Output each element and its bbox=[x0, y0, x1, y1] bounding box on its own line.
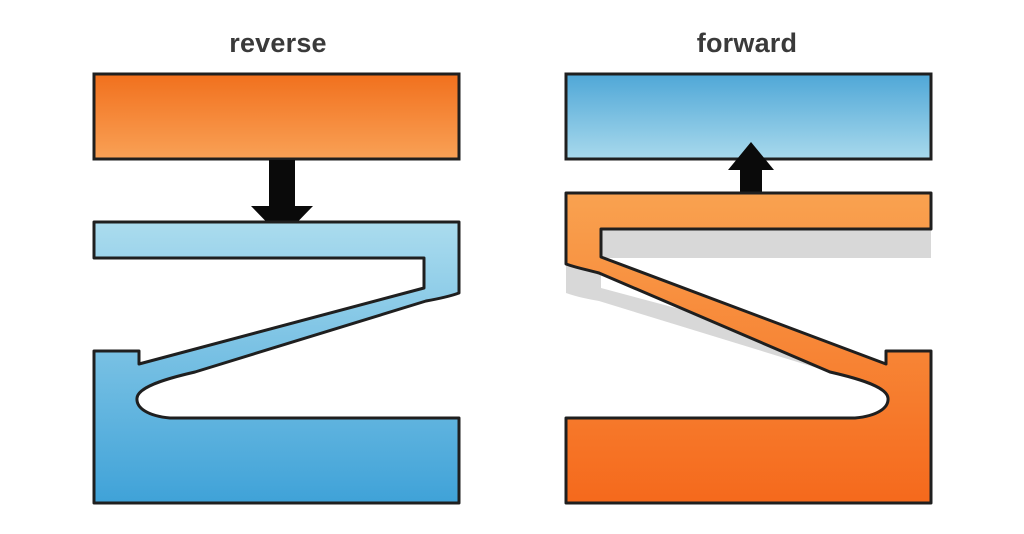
title-reverse: reverse bbox=[229, 28, 327, 58]
title-forward: forward bbox=[696, 28, 798, 58]
reverse-actuator-shape bbox=[92, 220, 461, 505]
forward-actuator-shape bbox=[564, 191, 933, 505]
reverse-top-plate bbox=[92, 72, 461, 161]
down-arrow-icon bbox=[251, 160, 313, 238]
panel-reverse bbox=[92, 72, 461, 505]
up-arrow-icon bbox=[728, 142, 774, 192]
panel-forward bbox=[564, 72, 933, 505]
